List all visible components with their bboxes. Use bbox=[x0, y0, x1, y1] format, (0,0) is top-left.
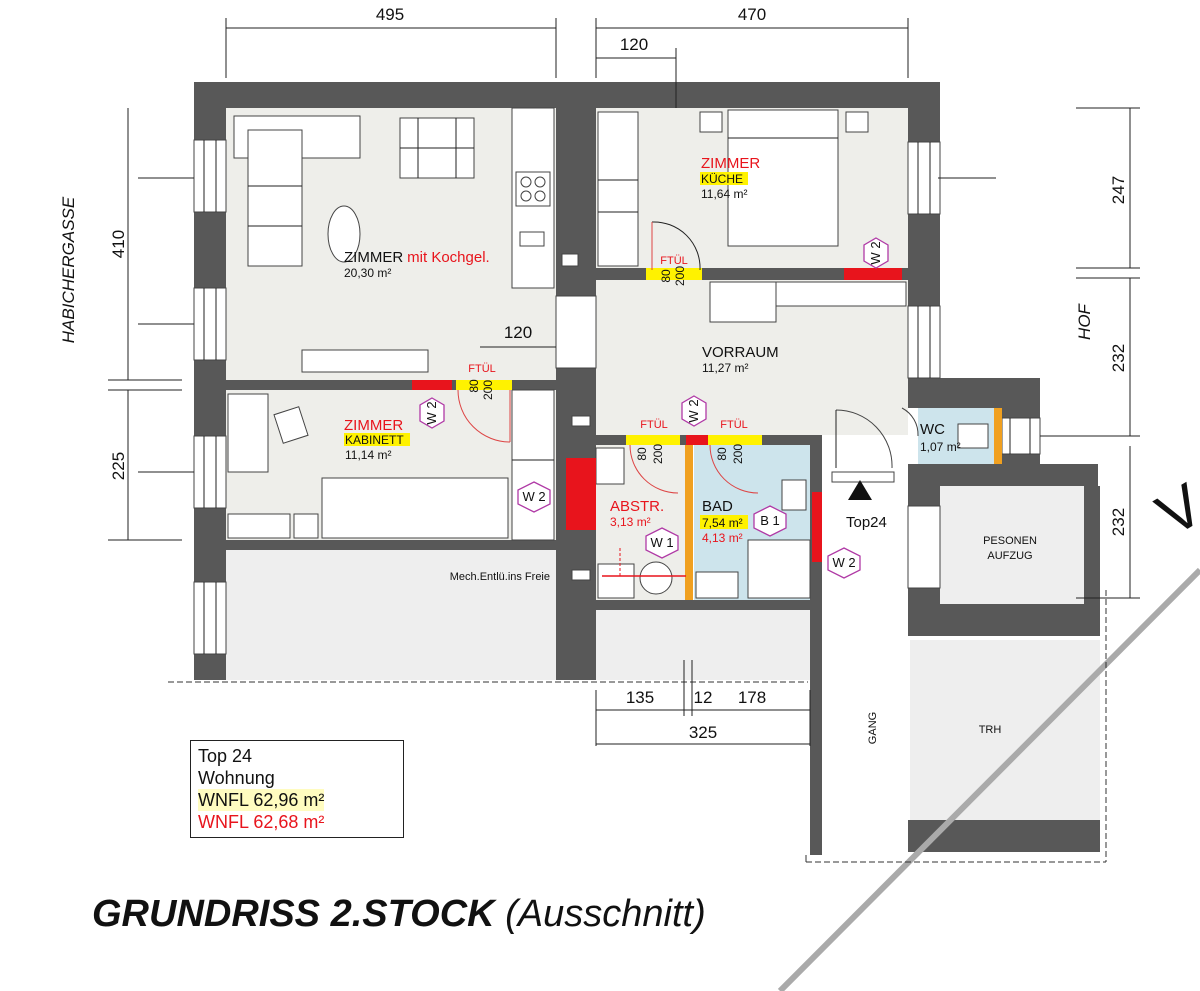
kabinett-highlight bbox=[344, 433, 410, 446]
diagonal-watermark bbox=[777, 567, 1200, 991]
room-bad-area-a: 7,54 m² bbox=[702, 516, 743, 530]
hexagon-tags bbox=[419, 237, 889, 579]
title-sub: (Ausschnitt) bbox=[505, 893, 706, 935]
dim-top-inner: 120 bbox=[620, 35, 648, 54]
tag-w2-kueche: W 2 bbox=[868, 241, 883, 264]
mech-ventilation-label: Mech.Entlü.ins Freie bbox=[450, 571, 550, 583]
room-kabinett-name: ZIMMER bbox=[344, 417, 403, 434]
room-wc-name: WC bbox=[920, 421, 945, 438]
door-label-ftuel-2: FTÜL bbox=[468, 363, 496, 375]
gang-label: GANG bbox=[867, 712, 879, 744]
door-label-ftuel-1: FTÜL bbox=[660, 255, 688, 267]
room-wohnen-area: 20,30 m² bbox=[344, 266, 391, 280]
legend-line3: WNFL 62,96 m² bbox=[198, 789, 325, 811]
room-abstr-name: ABSTR. bbox=[610, 498, 664, 515]
aufzug-line1: PESONEN bbox=[983, 535, 1037, 547]
dim-mid-120: 120 bbox=[504, 323, 532, 342]
room-wc-area: 1,07 m² bbox=[920, 440, 961, 454]
door-label-w-1: 80 bbox=[659, 269, 673, 283]
dim-bottom-325: 325 bbox=[689, 723, 717, 742]
room-kueche-sub: KÜCHE bbox=[701, 172, 743, 186]
legend-line4: WNFL 62,68 m² bbox=[198, 812, 325, 832]
corner-letter: V bbox=[1146, 471, 1200, 549]
room-bad-area-b: 4,13 m² bbox=[702, 531, 743, 545]
furniture bbox=[227, 107, 989, 599]
tag-w2-right: W 2 bbox=[832, 555, 855, 570]
kueche-highlight bbox=[700, 172, 748, 185]
aufzug-line2: AUFZUG bbox=[987, 550, 1032, 562]
door-label-h-3: 200 bbox=[651, 444, 665, 464]
legend-line2: Wohnung bbox=[198, 768, 275, 788]
trh-label: TRH bbox=[979, 724, 1002, 736]
dim-bottom-12: 12 bbox=[694, 688, 713, 707]
title-main: GRUNDRISS 2.STOCK bbox=[92, 893, 495, 935]
entry-arrow-icon bbox=[848, 480, 872, 500]
dim-bottom-178: 178 bbox=[738, 688, 766, 707]
room-kabinett-sub: KABINETT bbox=[345, 433, 404, 447]
room-kueche-name: ZIMMER bbox=[701, 155, 760, 172]
dim-right-247: 247 bbox=[1109, 176, 1128, 204]
red-markers bbox=[412, 268, 902, 577]
door-label-w-3: 80 bbox=[635, 447, 649, 461]
entry-label: Top24 bbox=[846, 514, 887, 531]
tag-w2-left: W 2 bbox=[522, 489, 545, 504]
room-vorraum-area: 11,27 m² bbox=[702, 361, 748, 375]
dashed-outlines bbox=[168, 590, 1107, 863]
door-label-ftuel-3: FTÜL bbox=[640, 419, 668, 431]
page-title: GRUNDRISS 2.STOCK (Ausschnitt) bbox=[92, 893, 706, 936]
door-label-h-1: 200 bbox=[673, 266, 687, 286]
dimension-lines bbox=[108, 18, 1140, 746]
room-abstr-area: 3,13 m² bbox=[610, 515, 651, 529]
tag-w2-kabinett: W 2 bbox=[424, 401, 439, 424]
door-label-w-4: 80 bbox=[715, 447, 729, 461]
dim-left-410: 410 bbox=[109, 230, 128, 258]
tag-w1: W 1 bbox=[650, 535, 673, 550]
room-bad-name: BAD bbox=[702, 498, 733, 515]
windows bbox=[193, 139, 1041, 655]
room-kueche-area: 11,64 m² bbox=[701, 187, 747, 201]
room-wohnen-suffix: mit Kochgel. bbox=[407, 249, 490, 266]
street-left: HABICHERGASSE bbox=[59, 196, 78, 343]
room-kabinett-area: 11,14 m² bbox=[345, 448, 391, 462]
bad-highlight bbox=[700, 515, 748, 529]
door-label-w-2: 80 bbox=[467, 379, 481, 393]
doors bbox=[456, 221, 1002, 600]
room-wohnen-label: ZIMMER bbox=[344, 249, 403, 266]
street-right: HOF bbox=[1075, 302, 1094, 340]
dim-left-225: 225 bbox=[109, 452, 128, 480]
door-label-h-4: 200 bbox=[731, 444, 745, 464]
legend-box: Top 24 Wohnung WNFL 62,96 m² WNFL 62,68 … bbox=[190, 740, 404, 838]
tag-w2-vorraum: W 2 bbox=[686, 399, 701, 422]
dim-bottom-135: 135 bbox=[626, 688, 654, 707]
legend-line1: Top 24 bbox=[198, 746, 253, 766]
tag-b1: B 1 bbox=[760, 513, 780, 528]
dim-top-left: 495 bbox=[376, 5, 404, 24]
door-label-ftuel-4: FTÜL bbox=[720, 419, 748, 431]
dim-right-232b: 232 bbox=[1109, 508, 1128, 536]
door-label-h-2: 200 bbox=[481, 380, 495, 400]
dim-right-232a: 232 bbox=[1109, 344, 1128, 372]
vent-symbols bbox=[561, 253, 591, 581]
dim-top-right: 470 bbox=[738, 5, 766, 24]
room-vorraum-name: VORRAUM bbox=[702, 344, 779, 361]
